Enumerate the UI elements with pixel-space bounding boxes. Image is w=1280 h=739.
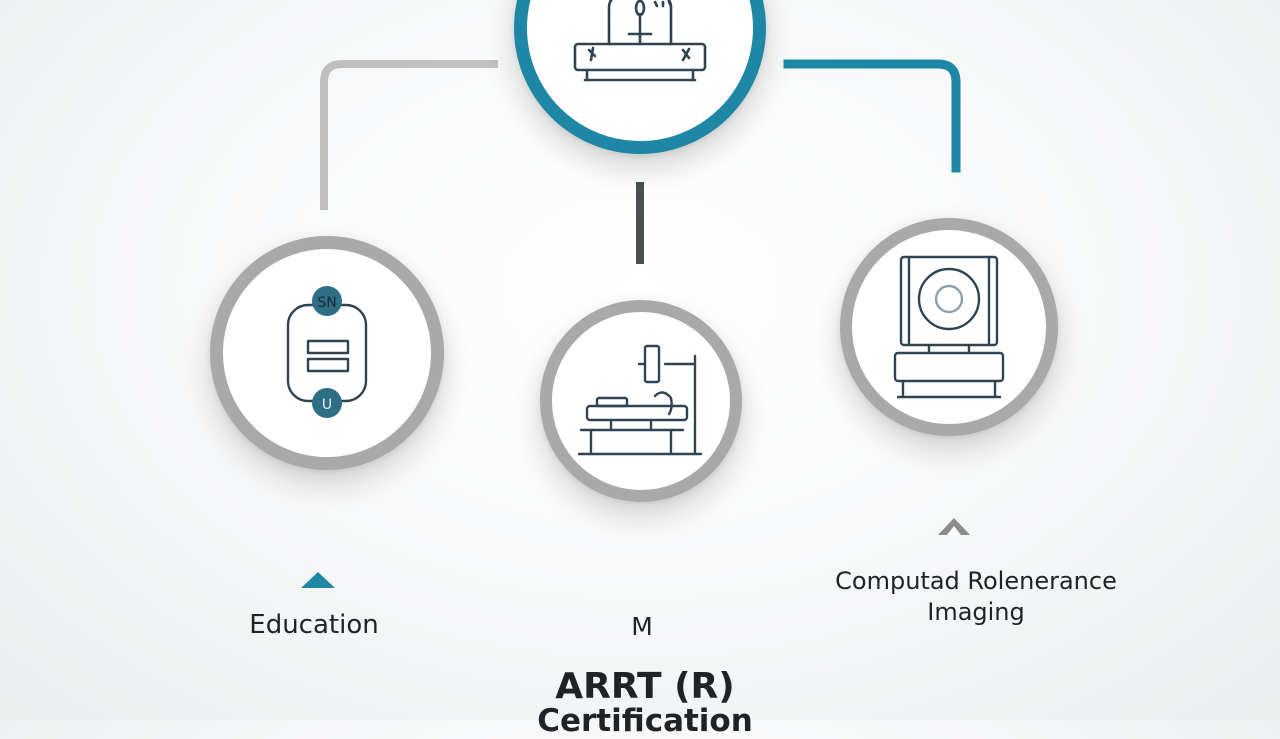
node-education[interactable]: SN U	[210, 236, 444, 470]
up-arrow-outline-icon	[938, 518, 970, 535]
label-m: M	[631, 612, 653, 641]
badge-top-icon	[312, 286, 342, 316]
label-certification: Certification	[537, 703, 753, 739]
badge-bottom-text: U	[322, 397, 332, 413]
xray-machine-icon	[577, 344, 703, 456]
label-arrt: ARRT (R)	[555, 666, 735, 707]
altar-desk-icon	[573, 0, 707, 82]
connector-lines	[320, 59, 961, 264]
label-education: Education	[249, 610, 379, 640]
connector-left	[320, 60, 498, 210]
up-arrow-icon	[301, 572, 335, 588]
ct-scanner-icon	[893, 255, 1005, 399]
badge-bottom-icon	[312, 388, 342, 418]
education-document-icon: SN U	[286, 286, 368, 418]
node-ct-imaging[interactable]	[840, 218, 1058, 436]
connector-right	[783, 59, 961, 173]
node-xray[interactable]	[540, 300, 742, 502]
label-ct-imaging: Computad Rolenerance Imaging	[835, 567, 1117, 626]
badge-top-text: SN	[317, 295, 336, 311]
